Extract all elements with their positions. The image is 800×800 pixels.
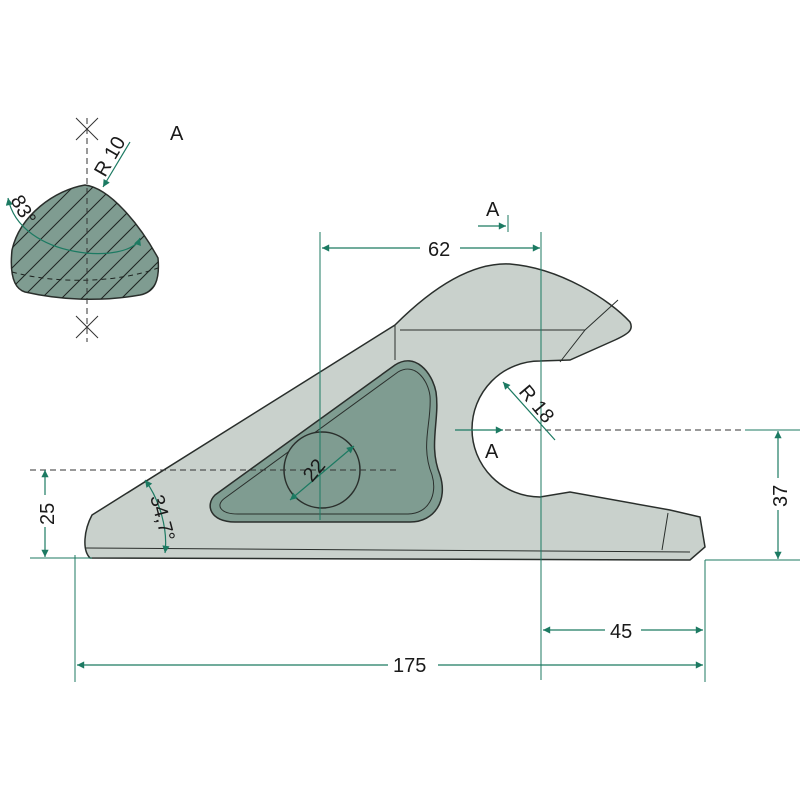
dim-tip-length: 45 (610, 621, 632, 643)
dim-top-width: 62 (428, 239, 450, 261)
section-mark-top: A (486, 199, 500, 221)
dim-total-length: 175 (393, 655, 426, 677)
dim-notch-radius: R 18 (514, 381, 558, 428)
section-mark-bottom: A (485, 441, 499, 463)
main-view: 62 A R 18 A 22 34,7° 25 37 45 175 (30, 199, 800, 682)
section-title: A (170, 123, 184, 145)
section-view: A R 10 83° (6, 117, 184, 342)
section-radius-label: R 10 (90, 133, 130, 181)
dim-left-height: 25 (37, 503, 59, 525)
dim-right-height: 37 (770, 485, 792, 507)
section-shape (10, 184, 160, 300)
